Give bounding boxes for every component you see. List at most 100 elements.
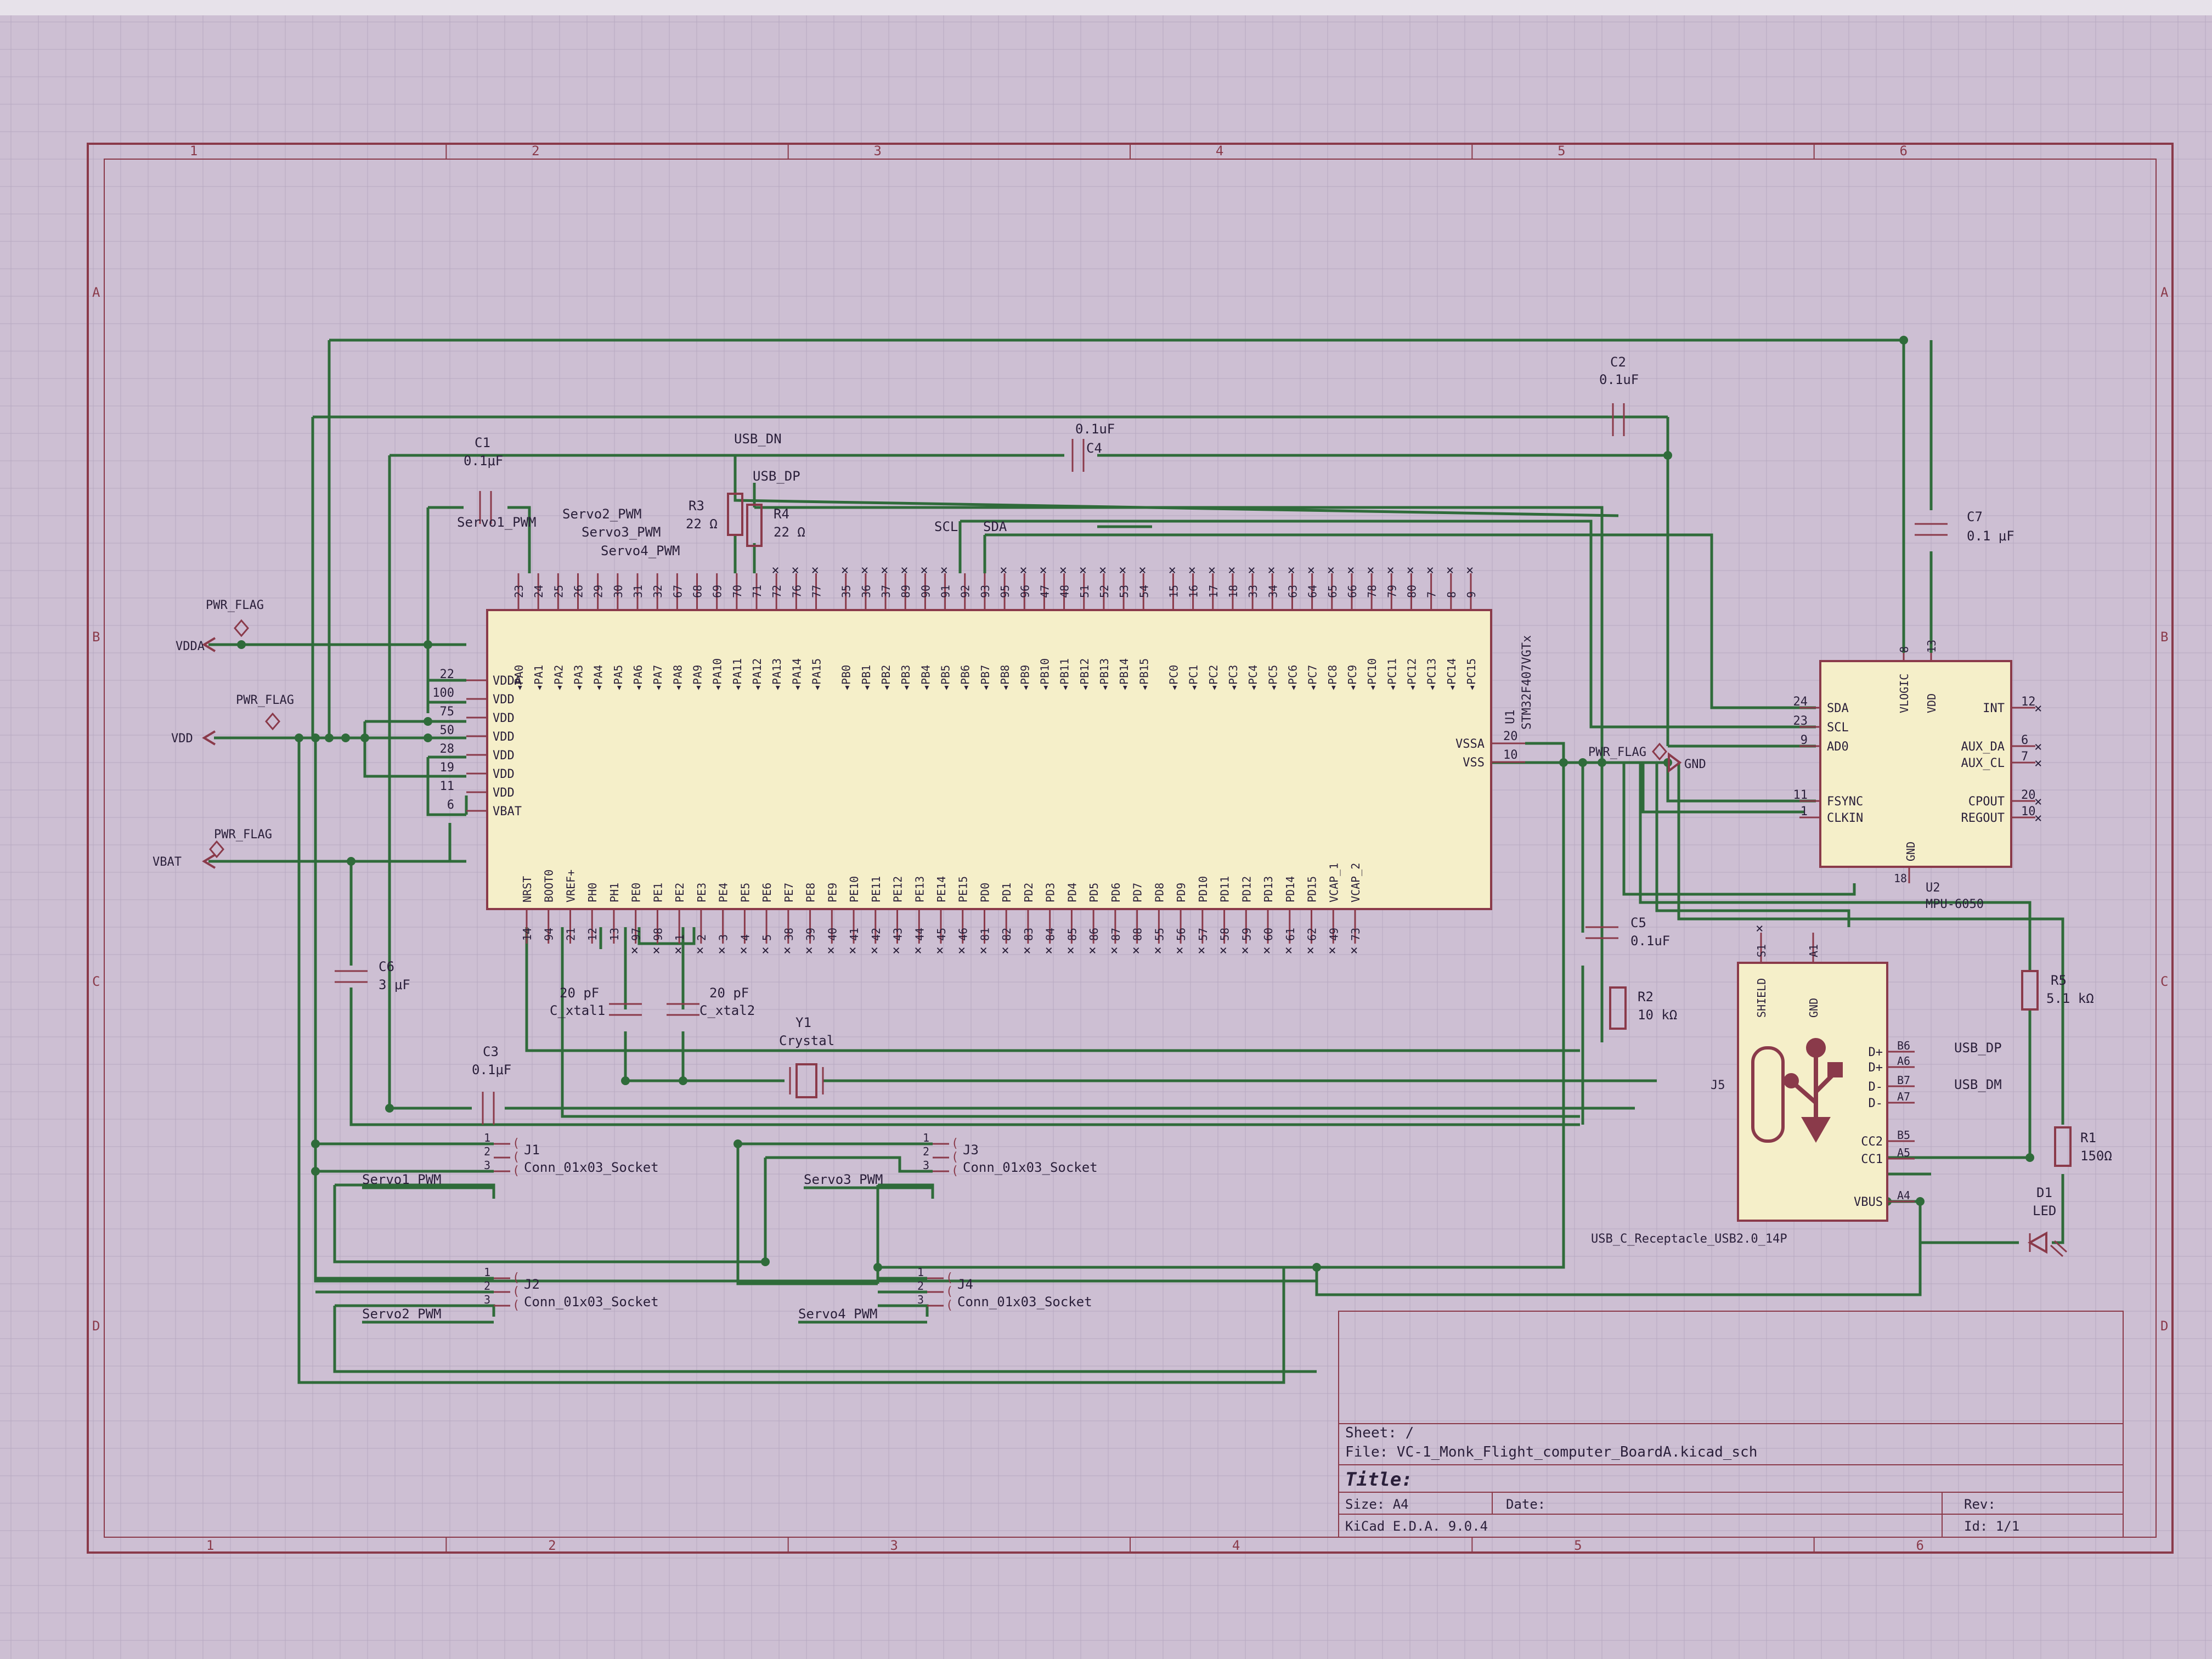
mcu-top-pin-name: ◂PB10 (1038, 658, 1051, 691)
no-connect-mark: × (652, 943, 660, 958)
connector-value: Conn_01x03_Socket (957, 1294, 1092, 1310)
connector-pin-num: 2 (923, 1145, 929, 1158)
mcu-left-pin-name: VDD (493, 730, 515, 744)
mcu-bottom-pin-num: 82 (1000, 928, 1013, 941)
mcu-left-pin-name: VDDA (493, 674, 522, 688)
imu-right-pin-name: CPOUT (1968, 795, 2005, 809)
capacitor-c6[interactable]: C6 3 μF (335, 959, 410, 992)
no-connect-mark: × (958, 943, 966, 958)
mcu-bottom-pin-num: 88 (1131, 928, 1144, 941)
imu-left-pin-name: SCL (1827, 721, 1849, 735)
mcu-left-pin-num: 28 (440, 742, 455, 756)
no-connect-mark: × (1019, 562, 1027, 578)
imu-top-pin-num: 13 (1925, 640, 1938, 653)
imu-right-pin-name: AUX_DA (1961, 740, 2005, 754)
no-connect-mark: × (1241, 943, 1249, 958)
crystal-y1[interactable]: Y1 Crystal (779, 1015, 834, 1098)
mcu-top-pin-name: ◂PB13 (1098, 658, 1111, 691)
imu-left-pin-num: 23 (1793, 714, 1808, 728)
connector-ref: J2 (524, 1277, 540, 1292)
svg-text:D1: D1 (2036, 1185, 2052, 1200)
capacitor-c3[interactable]: C3 0.1μF (472, 1044, 511, 1125)
resistor-r3[interactable]: R3 22 Ω (686, 493, 743, 536)
net-servo1: Servo1_PWM (457, 515, 537, 530)
mcu-top-pin-name: ◂PB8 (998, 665, 1012, 691)
resistor-r2[interactable]: R2 10 kΩ (1609, 986, 1677, 1030)
capacitor-c7[interactable]: C7 0.1 μF (1915, 509, 2015, 544)
svg-text:R4: R4 (774, 506, 789, 522)
usb-right-pin-name: D+ (1869, 1061, 1883, 1075)
frame-col-bottom: 5 (1574, 1538, 1582, 1553)
imu-top-pin-name: VDD (1925, 693, 1938, 713)
no-connect-mark: × (1307, 943, 1314, 958)
net-vdda: VDDA (176, 640, 205, 653)
mcu-bottom-pin-name: PD9 (1175, 883, 1188, 902)
mcu-bottom-pin-num: 39 (804, 928, 817, 941)
resistor-r5[interactable]: R5 5.1 kΩ (2021, 970, 2094, 1011)
imu-left-pin-name: SDA (1827, 702, 1849, 715)
no-connect-mark: × (1079, 562, 1087, 578)
mcu-bottom-pin-num: 58 (1218, 928, 1232, 941)
mcu-top-pin-name: ◂PB14 (1118, 658, 1131, 691)
connector-pin-num: 3 (484, 1293, 490, 1306)
capacitor-c4[interactable]: 0.1uF C4 (1071, 421, 1115, 472)
mcu-top-pin-name: ◂PC7 (1306, 665, 1319, 691)
imu-left-pin-name: AD0 (1827, 740, 1849, 754)
mcu-top-pin-num: 34 (1266, 585, 1279, 598)
no-connect-mark: × (1198, 943, 1205, 958)
mcu-top-pin-name: ◂PB2 (879, 665, 893, 691)
pwr-flag-3: PWR_FLAG (214, 828, 272, 842)
mcu-bottom-pin-name: VCAP_2 (1349, 863, 1362, 902)
mcu-bottom-pin-num: 55 (1153, 928, 1166, 941)
socket-icon: ( (951, 1150, 958, 1164)
capacitor-c5[interactable]: C5 0.1uF (1585, 915, 1670, 949)
resistor-r1[interactable]: R1 150Ω (2054, 1126, 2112, 1167)
no-connect-mark: × (1285, 943, 1293, 958)
mcu-top-pin-num: 71 (751, 585, 764, 598)
mcu-bottom-pin-num: 40 (826, 928, 839, 941)
capacitor-c1[interactable]: C1 0.1μF (464, 435, 503, 524)
frame-row-left: A (92, 285, 100, 300)
imu-left-pin-num: 24 (1793, 695, 1808, 709)
no-connect-mark: × (1406, 562, 1414, 578)
no-connect-mark: × (1263, 943, 1271, 958)
svg-text:22 Ω: 22 Ω (774, 524, 805, 540)
mcu-left-pin-num: 75 (440, 705, 455, 719)
mcu-top-pin-name: ◂PA8 (671, 665, 684, 691)
mcu-bottom-pin-name: PD11 (1218, 876, 1232, 902)
socket-icon: ( (951, 1137, 958, 1150)
net-usb-dn: USB_DN (734, 431, 782, 447)
capacitor-c-xtal2[interactable]: 20 pF C_xtal2 (667, 985, 755, 1018)
no-connect-mark: × (849, 943, 856, 958)
mcu-bottom-pin-name: PE7 (782, 883, 795, 902)
capacitor-c2[interactable]: C2 0.1uF (1599, 354, 1639, 436)
no-connect-mark: × (805, 943, 813, 958)
resistor-r4[interactable]: R4 22 Ω (746, 504, 805, 547)
no-connect-mark: × (1059, 562, 1067, 578)
mcu-top-pin-num: 66 (1346, 585, 1359, 598)
svg-text:0.1uF: 0.1uF (1599, 372, 1639, 387)
mcu-top-pin-num: 51 (1078, 585, 1091, 598)
mcu-top-pin-num: 36 (860, 585, 873, 598)
no-connect-mark: × (811, 562, 819, 578)
capacitor-c-xtal1[interactable]: 20 pF C_xtal1 (550, 985, 642, 1018)
no-connect-mark: × (1466, 562, 1474, 578)
mcu-left-pin-name: VDD (493, 712, 515, 725)
mcu-u1[interactable]: ◂PA023◂PA124◂PA225◂PA326◂PA429◂PA530◂PA6… (432, 562, 1534, 958)
mcu-top-pin-num: 8 (1445, 591, 1458, 598)
imu-bottom-pin-name: GND (1904, 842, 1917, 861)
socket-icon: ( (512, 1150, 520, 1164)
mcu-left-pin-name: VDD (493, 693, 515, 707)
mcu-top-pin-name: ◂PA14 (790, 658, 803, 691)
mcu-value: STM32F407VGTx (1520, 635, 1534, 730)
led-d1[interactable]: D1 LED (2027, 1185, 2068, 1257)
mcu-top-pin-num: 79 (1385, 585, 1398, 598)
mcu-top-pin-num: 65 (1326, 585, 1339, 598)
